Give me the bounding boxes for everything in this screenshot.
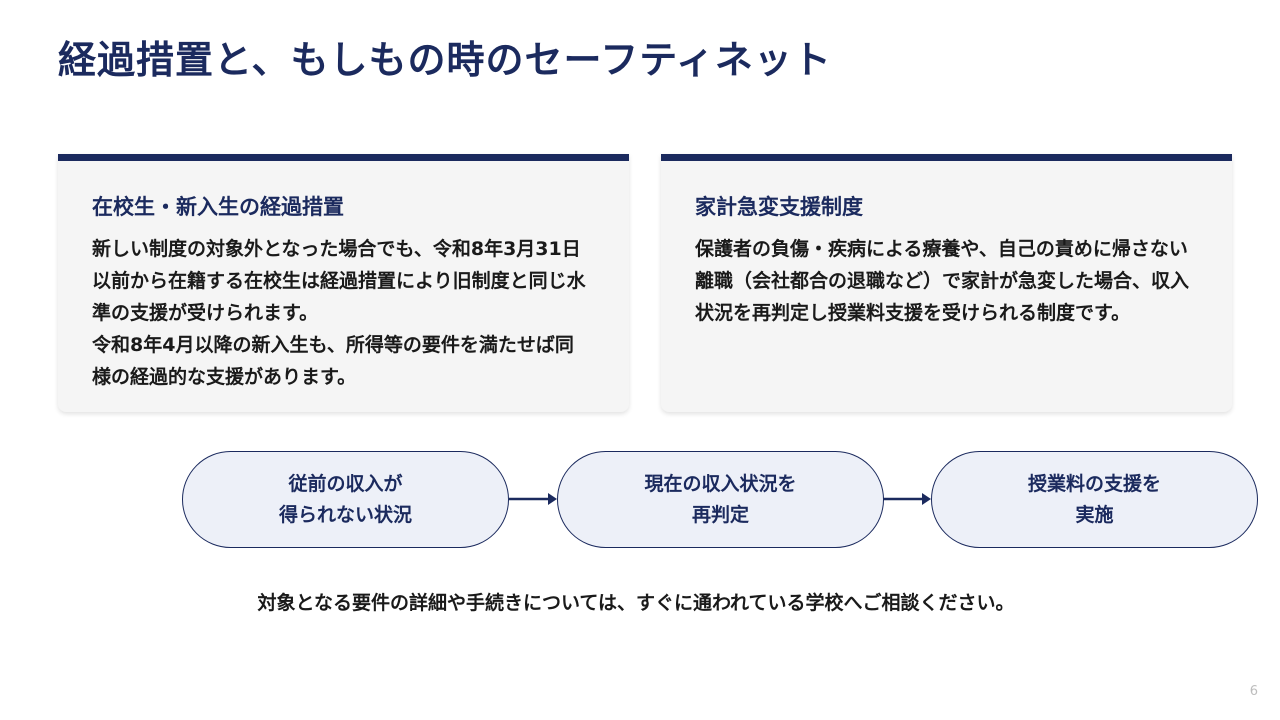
flow-step-line: 得られない状況	[278, 503, 412, 526]
card-body: 保護者の負傷・疾病による療養や、自己の責めに帰さない離職（会社都合の退職など）で…	[695, 233, 1195, 329]
flow-step-1: 従前の収入が 得られない状況	[182, 451, 509, 548]
household-emergency-support-card: 家計急変支援制度 保護者の負傷・疾病による療養や、自己の責めに帰さない離職（会社…	[661, 154, 1232, 412]
consultation-note: 対象となる要件の詳細や手続きについては、すぐに通われている学校へご相談ください。	[257, 592, 1015, 614]
flow-step-line: 実施	[1075, 503, 1114, 526]
transitional-measures-card: 在校生・新入生の経過措置 新しい制度の対象外となった場合でも、令和8年3月31日…	[58, 154, 629, 412]
card-paragraph: 保護者の負傷・疾病による療養や、自己の責めに帰さない離職（会社都合の退職など）で…	[695, 238, 1190, 324]
right-arrow-icon	[883, 493, 931, 505]
card-title: 家計急変支援制度	[695, 195, 863, 219]
right-arrow-icon	[509, 493, 557, 505]
flow-step-3: 授業料の支援を 実施	[931, 451, 1258, 548]
card-title: 在校生・新入生の経過措置	[92, 195, 344, 219]
card-paragraph: 令和8年4月以降の新入生も、所得等の要件を満たせば同様の経過的な支援があります。	[92, 334, 574, 388]
card-body: 新しい制度の対象外となった場合でも、令和8年3月31日以前から在籍する在校生は経…	[92, 233, 592, 393]
page-number: 6	[1249, 684, 1258, 699]
page-title: 経過措置と、もしもの時のセーフティネット	[58, 38, 832, 82]
flow-step-2: 現在の収入状況を 再判定	[557, 451, 884, 548]
flow-step-line: 授業料の支援を	[1027, 472, 1161, 495]
flow-step-line: 再判定	[691, 503, 749, 526]
flow-step-line: 現在の収入状況を	[644, 472, 797, 495]
card-paragraph: 新しい制度の対象外となった場合でも、令和8年3月31日以前から在籍する在校生は経…	[92, 238, 586, 324]
flow-step-line: 従前の収入が	[288, 472, 403, 495]
